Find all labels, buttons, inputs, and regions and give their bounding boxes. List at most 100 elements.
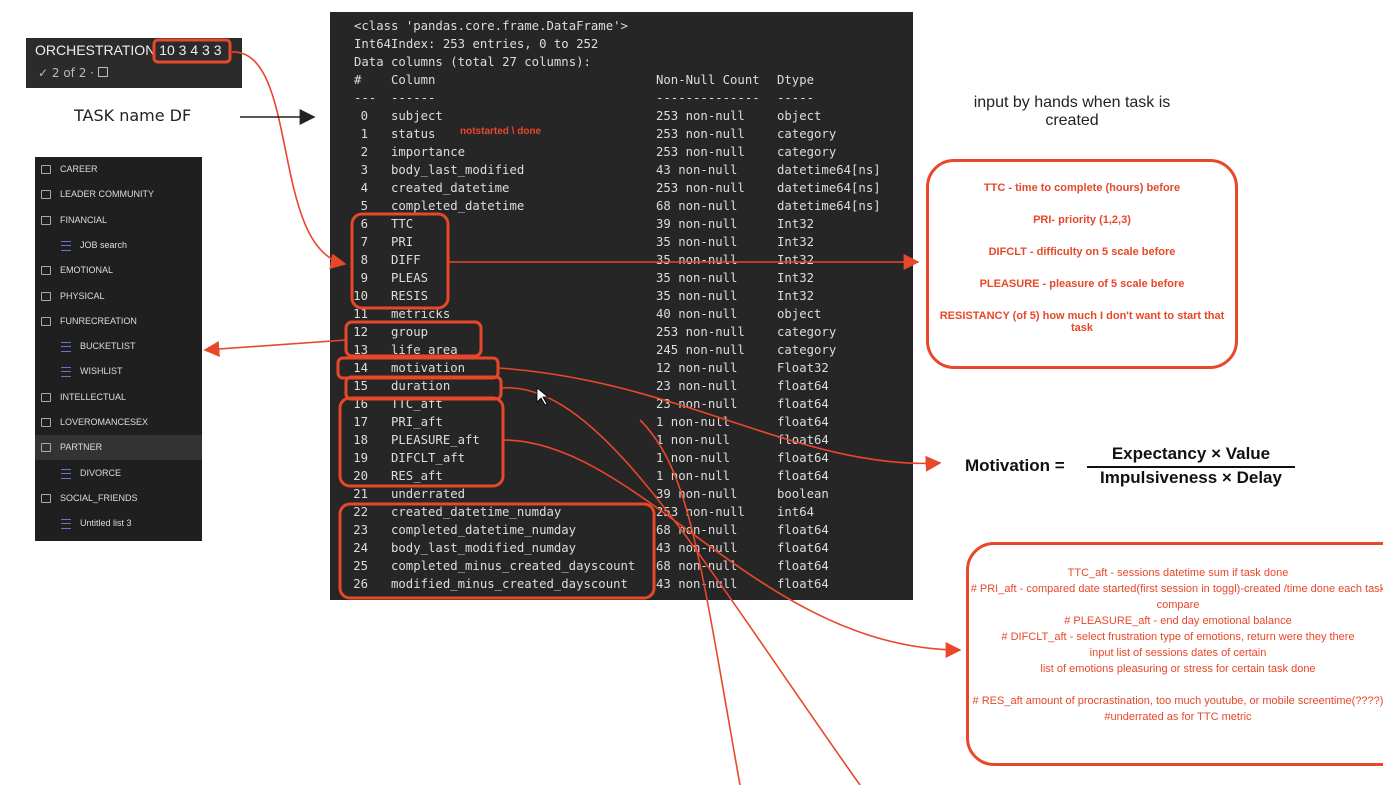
row-index: 15 xyxy=(353,379,368,393)
row-count: 253 non-null xyxy=(656,145,745,159)
row-count: 12 non-null xyxy=(656,361,738,375)
sidebar-item-label: BUCKETLIST xyxy=(80,341,136,352)
row-dtype: datetime64[ns] xyxy=(777,163,881,177)
sidebar-item[interactable]: INTELLECTUAL xyxy=(35,385,202,410)
row-column: modified_minus_created_dayscount xyxy=(391,577,628,591)
row-count: 40 non-null xyxy=(656,307,738,321)
after-metric-text: # PLEASURE_aft - end day emotional balan… xyxy=(1064,615,1292,627)
row-count: 35 non-null xyxy=(656,271,738,285)
row-dtype: object xyxy=(777,307,822,321)
row-index: 23 xyxy=(353,523,368,537)
console-line: Data columns (total 27 columns): xyxy=(354,55,591,69)
formula-denominator: Impulsiveness × Delay xyxy=(1100,468,1282,487)
row-count: 39 non-null xyxy=(656,217,738,231)
row-dtype: Int32 xyxy=(777,217,815,231)
row-dtype: float64 xyxy=(777,577,829,591)
group-icon xyxy=(41,291,51,301)
row-index: 4 xyxy=(360,181,368,195)
row-dtype: category xyxy=(777,127,837,141)
mouse-cursor xyxy=(536,387,550,406)
console-line: Int64Index: 253 entries, 0 to 252 xyxy=(354,37,599,51)
sidebar-item-label: LOVEROMANCESEX xyxy=(60,417,149,427)
sidebar-item[interactable]: WISHLIST xyxy=(35,359,202,384)
sidebar-item[interactable]: BUCKETLIST xyxy=(35,334,202,359)
sidebar-item[interactable]: PHYSICAL xyxy=(35,284,202,309)
console-line: <class 'pandas.core.frame.DataFrame'> xyxy=(354,19,628,33)
row-count: 1 non-null xyxy=(656,433,731,447)
row-column: created_datetime_numday xyxy=(391,505,562,519)
row-dtype: object xyxy=(777,109,822,123)
task-subtitle: ✓ 2 of 2 · xyxy=(38,66,108,80)
highlight-after-cols xyxy=(338,396,505,488)
row-dtype: Int32 xyxy=(777,289,815,303)
row-index: 11 xyxy=(353,307,368,321)
row-dtype: Int32 xyxy=(777,271,815,285)
row-index: 8 xyxy=(360,253,368,267)
row-dtype: float64 xyxy=(777,451,829,465)
sidebar-item[interactable]: CAREER xyxy=(35,157,202,182)
row-count: 68 non-null xyxy=(656,199,738,213)
row-count: 35 non-null xyxy=(656,289,738,303)
row-count: 43 non-null xyxy=(656,163,738,177)
before-metric-text: PLEASURE - pleasure of 5 scale before xyxy=(979,278,1185,290)
group-icon xyxy=(41,190,51,200)
row-dtype: Int32 xyxy=(777,235,815,249)
sidebar-item[interactable]: PARTNER xyxy=(35,435,202,461)
row-count: 253 non-null xyxy=(656,127,745,141)
sidebar-item[interactable]: EMOTIONAL xyxy=(35,258,202,283)
sidebar-item[interactable]: DIVORCE xyxy=(35,461,202,486)
after-metric-text: input list of sessions dates of certain xyxy=(1089,647,1267,659)
after-metrics-box: TTC_aft - sessions datetime sum if task … xyxy=(966,542,1383,766)
list-icon xyxy=(61,240,71,251)
row-column: underrated xyxy=(391,487,466,501)
sidebar-item[interactable]: SOCIAL_FRIENDS xyxy=(35,486,202,511)
highlight-numday-cols xyxy=(338,502,656,600)
row-column: group xyxy=(391,325,429,339)
sidebar-item[interactable]: LOVEROMANCESEX xyxy=(35,410,202,435)
row-column: created_datetime xyxy=(391,181,510,195)
row-dtype: float64 xyxy=(777,433,829,447)
row-index: 2 xyxy=(360,145,368,159)
row-dtype: boolean xyxy=(777,487,829,501)
group-icon xyxy=(41,443,51,453)
sidebar-item-label: FINANCIAL xyxy=(60,214,108,225)
status-note: notstarted \ done xyxy=(460,126,542,137)
sidebar-item[interactable]: LEADER COMMUNITY xyxy=(35,182,202,207)
row-index: 13 xyxy=(353,343,368,357)
row-index: 9 xyxy=(360,271,368,285)
list-icon xyxy=(61,468,71,479)
row-index: 6 xyxy=(360,217,368,231)
before-metric-text: DIFCLT - difficulty on 5 scale before xyxy=(988,246,1176,258)
row-count: 1 non-null xyxy=(656,469,731,483)
row-index: 1 xyxy=(360,127,368,141)
row-dtype: float64 xyxy=(777,559,829,573)
group-icon xyxy=(41,493,51,503)
header-dtype: Dtype xyxy=(777,73,815,87)
group-icon xyxy=(41,266,51,276)
sidebar-item[interactable]: JOB search xyxy=(35,233,202,258)
row-column: RESIS xyxy=(391,289,429,303)
row-index: 5 xyxy=(360,199,368,213)
header-count: -------------- xyxy=(656,91,760,105)
before-metric-text: PRI- priority (1,2,3) xyxy=(1033,214,1131,226)
row-dtype: category xyxy=(777,145,837,159)
row-index: 24 xyxy=(353,541,368,555)
sidebar-item[interactable]: FINANCIAL xyxy=(35,208,202,233)
group-icon xyxy=(41,215,51,225)
row-index: 3 xyxy=(360,163,368,177)
header-num: # xyxy=(354,73,362,87)
row-dtype: float64 xyxy=(777,397,829,411)
row-column: PLEASURE_aft xyxy=(391,433,480,447)
before-metric-text: RESISTANCY (of 5) how much I don't want … xyxy=(939,310,1225,334)
highlight-numbers xyxy=(152,38,232,64)
row-column: life_area xyxy=(391,343,458,357)
sidebar-item-label: JOB search xyxy=(80,239,128,250)
row-dtype: Float32 xyxy=(777,361,829,375)
sidebar-item[interactable]: Untitled list 3 xyxy=(35,511,202,536)
sidebar-item[interactable]: FUNRECREATION xyxy=(35,309,202,334)
row-count: 35 non-null xyxy=(656,235,738,249)
row-column: PLEAS xyxy=(391,271,429,285)
header-column: Column xyxy=(391,73,436,87)
row-column: importance xyxy=(391,145,466,159)
